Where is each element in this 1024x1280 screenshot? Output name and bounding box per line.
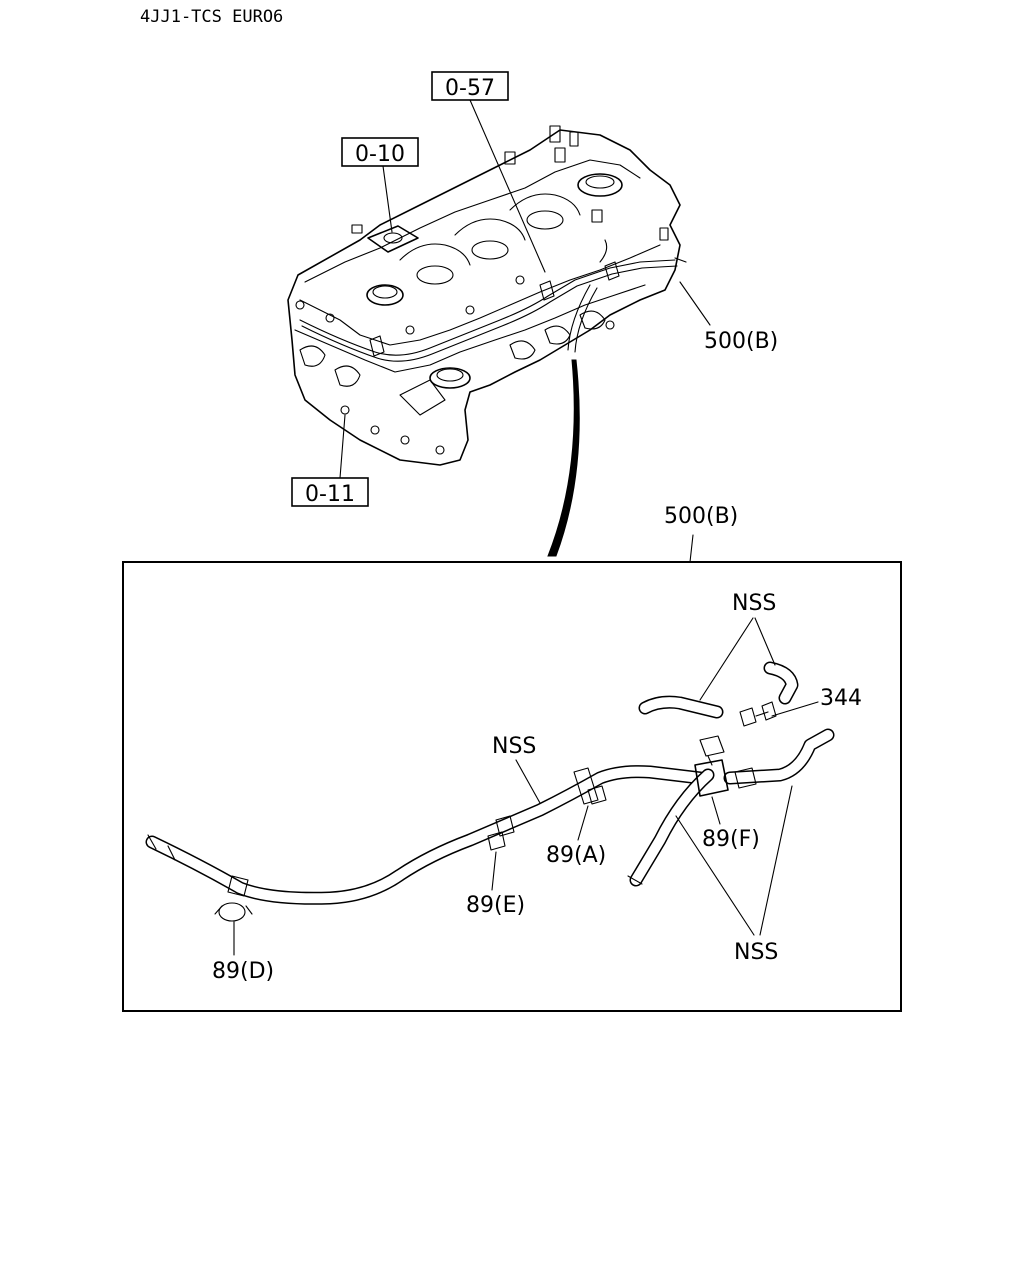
elbow-hose bbox=[763, 661, 799, 705]
detail-pointer bbox=[547, 359, 580, 557]
detail-frame bbox=[122, 561, 902, 1012]
ref-box-0-11 bbox=[291, 477, 369, 507]
model-title: 4JJ1-TCS EURO6 bbox=[140, 7, 283, 27]
ref-0-57: 0-57 bbox=[445, 76, 495, 101]
callout-89a: 89(A) bbox=[546, 843, 606, 868]
callout-344: 344 bbox=[820, 686, 862, 711]
ref-0-10: 0-10 bbox=[355, 142, 405, 167]
callout-500b-detail: 500(B) bbox=[664, 504, 738, 529]
right-hose bbox=[723, 728, 835, 785]
ref-0-11: 0-11 bbox=[305, 482, 355, 507]
clip-89e bbox=[487, 815, 515, 851]
callout-nss-top: NSS bbox=[732, 591, 776, 616]
callout-89f: 89(F) bbox=[702, 827, 760, 852]
ref-box-0-57 bbox=[431, 71, 509, 101]
short-hose-top bbox=[638, 695, 724, 719]
junction-fitting bbox=[694, 735, 757, 797]
clip-89a bbox=[573, 767, 607, 805]
callout-nss-bottom: NSS bbox=[734, 940, 778, 965]
callout-500b-top: 500(B) bbox=[704, 329, 778, 354]
main-hose bbox=[145, 765, 707, 905]
callout-nss-mid: NSS bbox=[492, 734, 536, 759]
connector-344 bbox=[739, 701, 777, 727]
cylinder-head-illustration bbox=[287, 125, 687, 466]
lower-hose bbox=[627, 768, 715, 887]
callout-89d: 89(D) bbox=[212, 959, 274, 984]
callout-89e: 89(E) bbox=[466, 893, 525, 918]
clip-89d bbox=[214, 875, 253, 922]
ref-box-0-10 bbox=[341, 137, 419, 167]
